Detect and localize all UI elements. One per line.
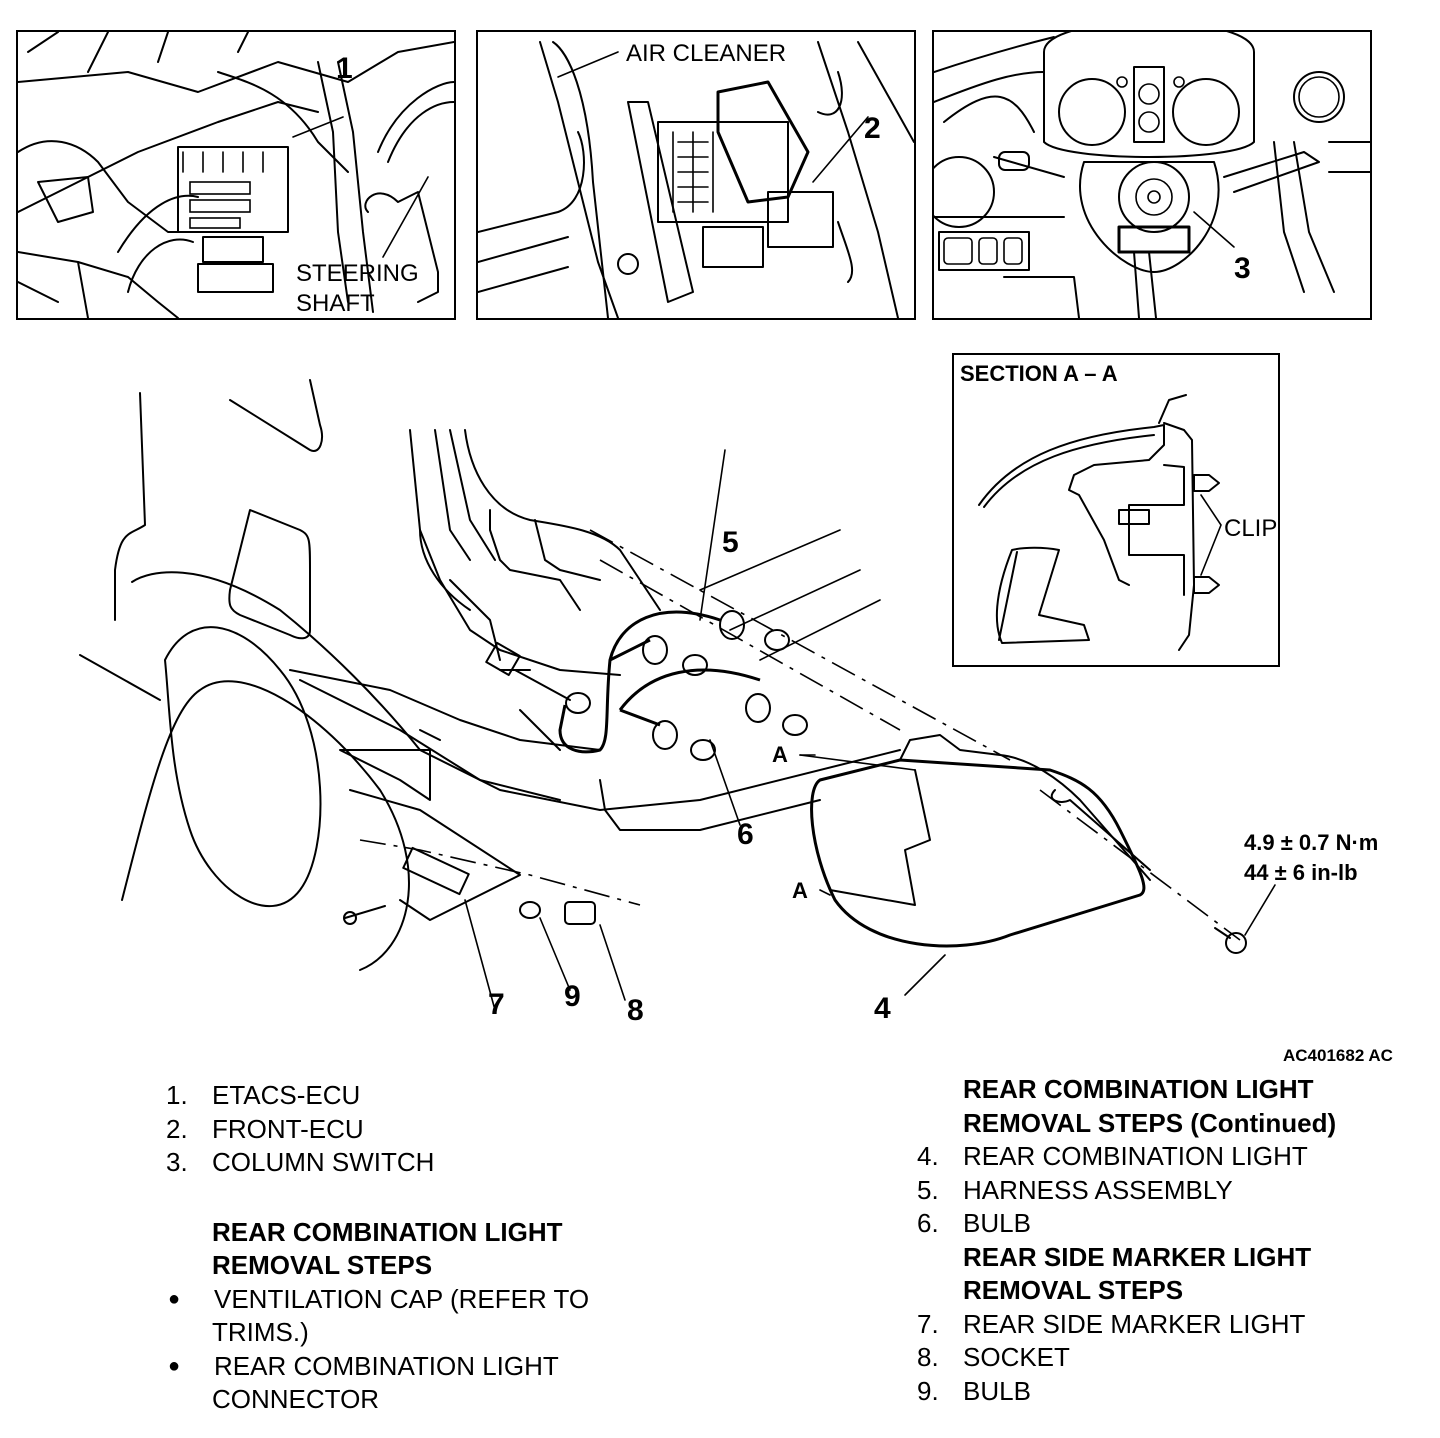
legend-item: 4. REAR COMBINATION LIGHT — [917, 1140, 1336, 1174]
air-cleaner-label: AIR CLEANER — [626, 40, 787, 67]
legend-text: VENTILATION CAP (REFER TO — [214, 1283, 590, 1314]
wheel-arch — [164, 626, 322, 908]
callout-2: 2 — [864, 112, 881, 145]
legend-index: 1. — [166, 1080, 188, 1110]
legend-right-heading1-line2: REMOVAL STEPS (Continued) — [963, 1107, 1337, 1138]
section-a-a-title: SECTION A – A — [960, 361, 1118, 386]
section-marker-a-upper: A — [772, 742, 788, 767]
legend-item: 5. HARNESS ASSEMBLY — [917, 1174, 1336, 1208]
legend-text: BULB — [963, 1375, 1031, 1406]
bullet-icon: ● — [168, 1287, 181, 1310]
legend-right-heading1-line1: REAR COMBINATION LIGHT — [963, 1074, 1314, 1104]
legend-text: TRIMS.) — [212, 1317, 309, 1347]
etacs-ecu-illustration — [18, 32, 454, 318]
front-ecu-illustration — [478, 41, 914, 318]
legend-right-heading2-line2: REMOVAL STEPS — [963, 1275, 1184, 1305]
legend-left: 1.ETACS-ECU 2.FRONT-ECU 3.COLUMN SWITCH … — [166, 1079, 589, 1417]
legend-bullet-item: ● VENTILATION CAP (REFER TO — [166, 1283, 589, 1317]
legend-bullet-item: ● REAR COMBINATION LIGHT — [166, 1350, 589, 1384]
legend-text: SOCKET — [963, 1342, 1070, 1372]
legend-right-heading2-line1: REAR SIDE MARKER LIGHT — [963, 1241, 1312, 1272]
callout-7: 7 — [488, 988, 505, 1021]
section-marker-a-lower: A — [792, 878, 808, 903]
legend-index: 8. — [917, 1342, 939, 1372]
torque-spec-imperial: 44 ± 6 in-lb — [1244, 860, 1358, 885]
legend-right: REAR COMBINATION LIGHT REMOVAL STEPS (Co… — [917, 1073, 1336, 1408]
legend-item: 9. BULB — [917, 1375, 1336, 1409]
callout-4: 4 — [874, 992, 891, 1025]
panel-front-ecu: AIR CLEANER 2 — [476, 30, 916, 320]
main-illustration: 5 6 4 7 9 8 A A 4.9 ± 0.7 N·m 44 ± 6 in-… — [0, 330, 1440, 1065]
legend-index: 4. — [917, 1141, 939, 1171]
legend-text: BULB — [963, 1208, 1031, 1238]
panel-etacs-ecu: 1 STEERING SHAFT — [16, 30, 456, 320]
figure-id: AC401682 AC — [1283, 1046, 1393, 1065]
legend-text: REAR COMBINATION LIGHT — [963, 1141, 1308, 1171]
legend-index: 5. — [917, 1174, 939, 1205]
legend-text: HARNESS ASSEMBLY — [963, 1174, 1233, 1205]
steering-shaft-label-line2: SHAFT — [296, 290, 375, 317]
callout-1: 1 — [336, 52, 353, 85]
callout-8: 8 — [627, 994, 644, 1027]
column-switch-illustration — [934, 32, 1370, 318]
legend-index: 9. — [917, 1375, 939, 1406]
legend-text: REAR SIDE MARKER LIGHT — [963, 1308, 1306, 1339]
harness-wire — [558, 610, 721, 754]
legend-item: 1. ETACS-ECU — [166, 1079, 589, 1113]
callout-3: 3 — [1234, 252, 1251, 285]
clip-label: CLIP — [1224, 515, 1278, 542]
legend-left-heading-line1: REAR COMBINATION LIGHT — [212, 1216, 563, 1247]
legend-item: 8. SOCKET — [917, 1341, 1336, 1375]
body-outline — [114, 392, 146, 621]
legend-index: 2. — [166, 1113, 188, 1144]
legend-index: 3. — [166, 1147, 188, 1177]
callout-6: 6 — [737, 818, 754, 851]
panel-column-switch: 3 — [932, 30, 1372, 320]
legend-text: CONNECTOR — [212, 1384, 380, 1414]
section-a-a-illustration — [978, 394, 1222, 651]
legend-item: 7. REAR SIDE MARKER LIGHT — [917, 1308, 1336, 1342]
rear-combination-light-outline — [810, 758, 1146, 948]
legend-text: FRONT-ECU — [212, 1113, 364, 1144]
rear-light-exploded-view — [79, 379, 1276, 1011]
legend-text: REAR COMBINATION LIGHT — [214, 1350, 559, 1381]
legend-index: 6. — [917, 1208, 939, 1238]
steering-shaft-label-line1: STEERING — [296, 260, 419, 287]
callout-9: 9 — [564, 980, 581, 1013]
legend-item: 2. FRONT-ECU — [166, 1113, 589, 1147]
legend-left-heading-line2: REMOVAL STEPS — [212, 1250, 433, 1280]
callout-5: 5 — [722, 526, 739, 559]
legend-item: 3. COLUMN SWITCH — [166, 1146, 589, 1180]
legend-text: COLUMN SWITCH — [212, 1147, 435, 1177]
bullet-icon: ● — [168, 1354, 181, 1377]
legend-index: 7. — [917, 1308, 939, 1339]
legend-item: 6. BULB — [917, 1207, 1336, 1241]
legend-text: ETACS-ECU — [212, 1080, 361, 1110]
panel-section-a-a: SECTION A – A CLIP — [952, 353, 1280, 667]
torque-spec-metric: 4.9 ± 0.7 N·m — [1244, 830, 1379, 855]
